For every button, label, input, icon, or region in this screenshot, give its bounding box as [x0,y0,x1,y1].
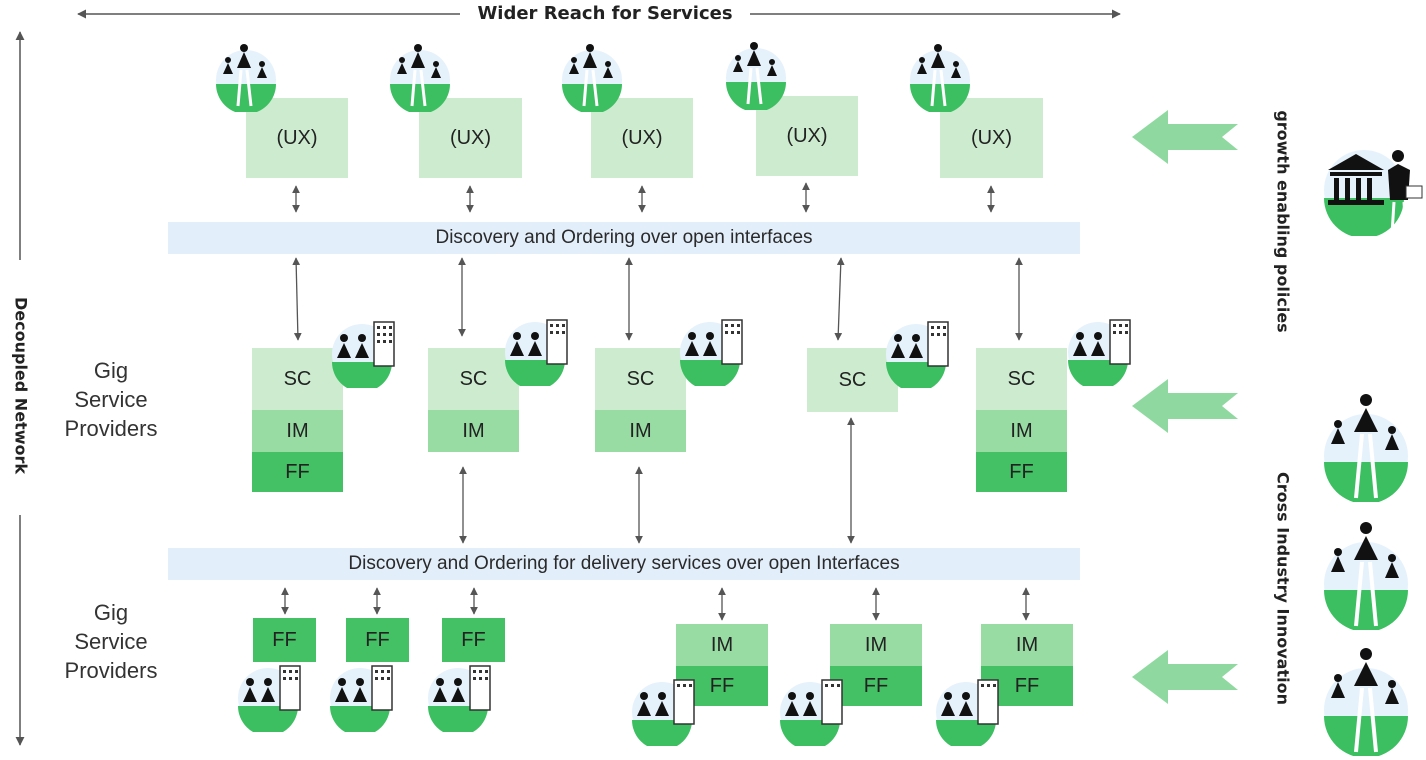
stack-1-ff: FF [252,452,343,492]
delivery-im-ff-2: FF [830,666,922,706]
growth-policies-label: growth enabling policies [1273,110,1293,333]
delivery-im-2: IM [830,624,922,666]
people-group-icon [390,44,450,112]
innovation-arrow-2 [1132,650,1238,704]
innovation-arrow-1 [1132,379,1238,433]
handshake-building-icon [780,679,843,746]
handshake-building-icon [330,665,393,732]
handshake-building-icon [1068,319,1131,386]
government-building-icon [1324,150,1423,236]
people-group-icon [1324,394,1408,502]
delivery-ff-2: FF [346,618,409,662]
ux-box-3: (UX) [591,98,693,178]
handshake-building-icon [238,665,301,732]
wider-reach-title: Wider Reach for Services [477,3,733,24]
people-group-icon [726,42,786,110]
people-group-icon [216,44,276,112]
handshake-building-icon [632,679,695,746]
stack-2-sc: SC [428,348,519,410]
delivery-im-3: IM [981,624,1073,666]
policy-arrow-1 [1132,110,1238,164]
decoupled-network-label: Decoupled Network [11,296,31,474]
handshake-building-icon [886,321,949,388]
stack-5-ff: FF [976,452,1067,492]
stack-4-sc: SC [807,348,898,412]
handshake-building-icon [505,319,568,386]
discovery-band-bottom: Discovery and Ordering for delivery serv… [168,548,1080,580]
ux-box-1: (UX) [246,98,348,178]
stack-1-sc: SC [252,348,343,410]
delivery-ff-1: FF [253,618,316,662]
ux-box-5: (UX) [940,98,1043,178]
cross-industry-innovation-label: Cross Industry Innovation [1273,472,1293,705]
stack-1-im: IM [252,410,343,452]
people-group-icon [562,44,622,112]
handshake-building-icon [936,679,999,746]
stack-2-im: IM [428,410,519,452]
stack-3-sc: SC [595,348,686,410]
stack-3-im: IM [595,410,686,452]
people-group-icon [1324,522,1408,630]
people-group-icon [910,44,970,112]
handshake-building-icon [680,319,743,386]
stack-5-im: IM [976,410,1067,452]
ux-box-2: (UX) [419,98,522,178]
discovery-band-top: Discovery and Ordering over open interfa… [168,222,1080,254]
people-group-icon [1324,648,1408,756]
delivery-ff-3: FF [442,618,505,662]
ux-box-4: (UX) [756,96,858,176]
handshake-building-icon [332,321,395,388]
delivery-im-1: IM [676,624,768,666]
stack-5-sc: SC [976,348,1067,410]
handshake-building-icon [428,665,491,732]
